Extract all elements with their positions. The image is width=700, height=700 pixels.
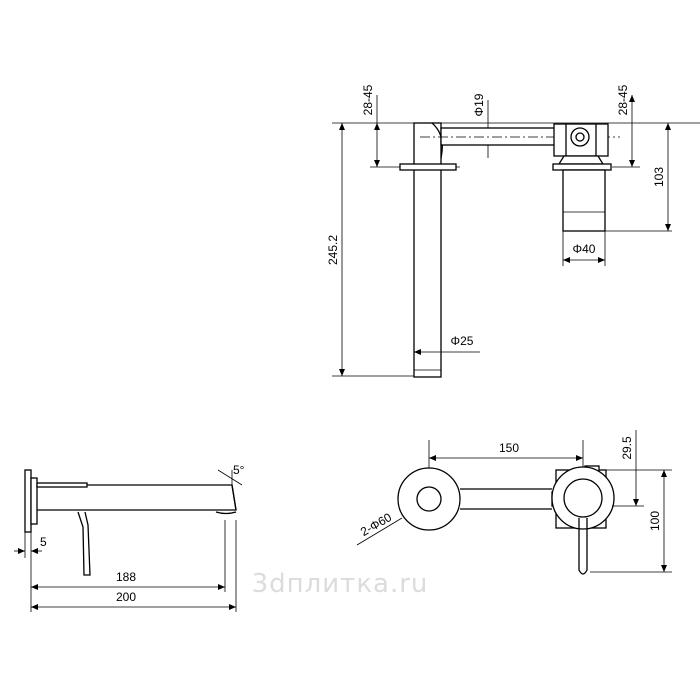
dim-text-5: 5: [40, 535, 47, 549]
dim-text-angle: 5°: [233, 463, 245, 477]
valve-port-inner: [575, 132, 585, 142]
wall-plate: [24, 469, 32, 533]
dim-text-29: 29.5: [620, 436, 634, 460]
dim-text-245: 245.2: [326, 235, 340, 265]
angle-line: [217, 469, 243, 486]
watermark-text: 3dплитка.ru: [252, 569, 429, 599]
dim-text-100: 100: [648, 511, 662, 531]
front-lever: [578, 518, 588, 575]
dim-leader-rosette: [356, 517, 403, 546]
dim-text-200: 200: [116, 590, 136, 604]
connecting-pipe: [440, 127, 557, 146]
valve-top: [36, 482, 88, 488]
dim-text-cart-dia: Φ40: [573, 242, 596, 256]
spout-outlet: [215, 511, 237, 515]
dim-text-wall-left: 28-45: [361, 84, 375, 115]
cartridge-body: [562, 169, 606, 232]
wall-flange-left: [399, 163, 457, 171]
side-spout: [37, 484, 237, 511]
dim-text-wall-right: 28-45: [616, 84, 630, 115]
front-view: 150 29.5 100 2-Φ60: [356, 430, 672, 575]
dim-text-103: 103: [652, 167, 666, 187]
dim-text-188: 188: [116, 570, 136, 584]
right-handle-base: [563, 478, 603, 518]
dim-text-spout-dia: Φ25: [451, 334, 474, 348]
side-lever: [77, 511, 91, 576]
wall-flange-right: [552, 163, 612, 171]
left-rosette-outlet: [416, 486, 442, 512]
top-view: 245.2 28-45 Φ19 28-45 103: [326, 84, 700, 378]
dim-text-pipe: Φ19: [472, 93, 486, 116]
wall-plate-inner: [30, 477, 38, 525]
dim-text-150: 150: [499, 441, 519, 455]
valve-collar: [557, 155, 605, 165]
spout-body: [413, 122, 442, 378]
side-view: 5° 5 188 200: [14, 463, 245, 612]
spout-end: [231, 484, 237, 511]
dim-text-rosette: 2-Φ60: [358, 510, 394, 539]
